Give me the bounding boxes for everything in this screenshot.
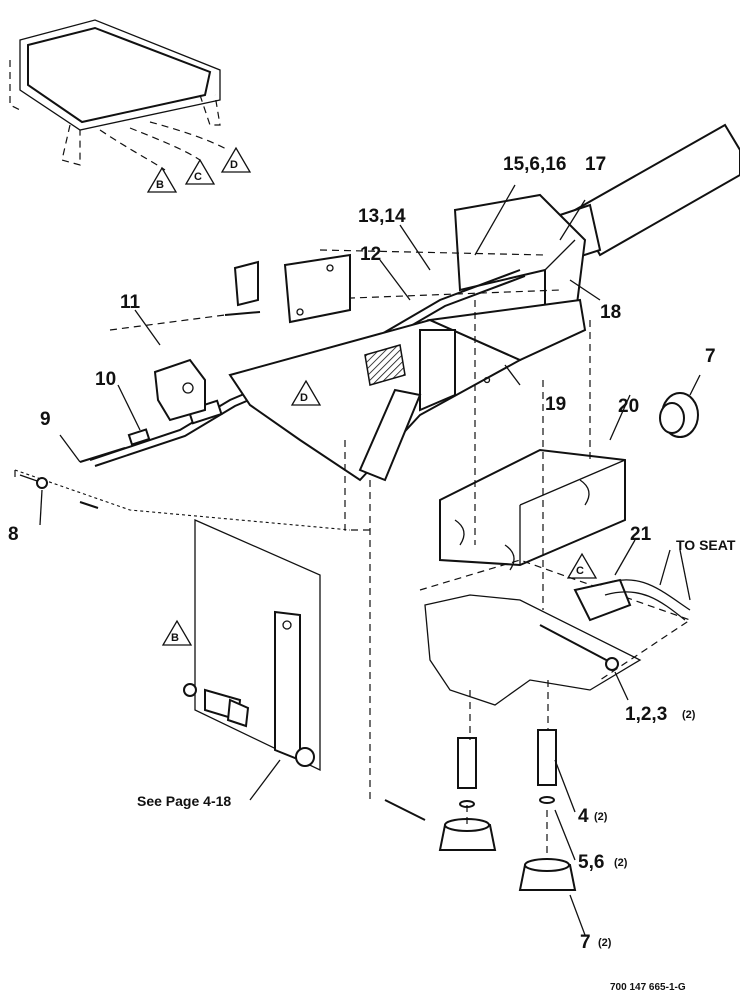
figure-number: 700 147 665-1-G [610,982,686,993]
callout-leaders [39,184,701,936]
callout-17: 17 [585,154,606,175]
callout-4: 4 [578,806,589,827]
pedal-linkage [183,519,321,772]
callout-4-qty: (2) [594,811,608,823]
mount-bracket [419,448,692,681]
callout-7-upper: 7 [705,346,716,367]
reference-marker-c-floor: C [566,552,598,579]
reference-c-label: C [194,171,202,183]
callout-20: 20 [618,396,639,417]
reference-b-pedal-label: B [171,632,179,644]
callout-5-6-qty: (2) [614,857,628,869]
callout-5-6: 5,6 [578,852,604,873]
callout-1-2-3-qty: (2) [682,709,696,721]
spacer-left [457,737,477,808]
mounting-plate-small [233,260,259,307]
callout-13-14: 13,14 [358,206,406,227]
callout-8: 8 [8,524,19,545]
callout-12: 12 [360,244,381,265]
callout-21: 21 [630,524,652,545]
callout-11: 11 [120,292,141,313]
reference-marker-d-inset: D [220,146,252,173]
callout-10: 10 [95,369,116,390]
floor-panel [424,594,642,706]
knob-lower-right [518,858,577,891]
to-seat-note: TO SEAT [676,537,736,553]
console-inset [9,19,229,171]
reference-marker-d-frame: D [290,379,322,406]
reference-d-label: D [230,159,238,171]
pivot-frame [228,298,587,482]
callout-9: 9 [40,409,51,430]
cable-bracket [153,358,206,422]
callout-labels: 11 10 9 8 12 13,14 15,6,16 17 18 19 20 7… [8,154,736,993]
reference-marker-b-inset: B [146,166,178,193]
mounting-plate-left [283,253,351,324]
assembly-leader-lines [14,300,591,860]
callout-18: 18 [600,302,621,323]
callout-7-lower: 7 [580,932,591,953]
reference-c-floor-label: C [576,565,584,577]
callout-19: 19 [545,394,566,415]
reference-marker-c-inset: C [184,158,216,185]
reference-b-label: B [156,179,164,191]
reference-d-frame-label: D [300,392,308,404]
see-page-note: See Page 4-18 [137,793,231,809]
knob-lower-left [438,818,497,851]
reference-marker-b-pedal: B [161,619,193,646]
callout-1-2-3: 1,2,3 [625,704,667,725]
harness [573,578,691,622]
column-boot [558,123,740,260]
callout-7-lower-qty: (2) [598,937,612,949]
knob-upper-right [659,392,699,438]
spacer-right [537,729,557,804]
long-bolt [539,624,619,671]
callout-15-6-16: 15,6,16 [503,154,566,175]
